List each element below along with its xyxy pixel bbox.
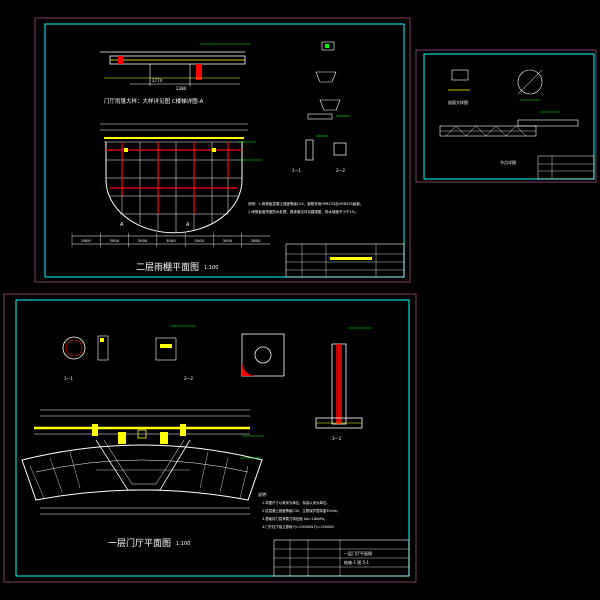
note-line-1: 说明：1.雨篷板混凝土强度等级C25，钢筋采用HPB235及HRB335级钢。 xyxy=(248,201,363,206)
sheet-right-outer-frame xyxy=(415,49,597,183)
grid-dim-label: 3000 xyxy=(223,238,233,243)
bottom-note-3: 3.基础持力层承载力特征值 fak=180kPa。 xyxy=(262,516,327,521)
bottom-plan-title: 一层门厅平面图 xyxy=(108,537,171,549)
plan-title: 二层雨棚平面图 xyxy=(136,261,199,273)
note-line-2: 2.雨篷板面须做防水处理，具体做法详见建施图，排水坡度不小于1%。 xyxy=(248,209,358,214)
sheet-top-dimensions: 2800 3000 3000 3000 3000 3000 2800 xyxy=(71,233,270,247)
right-section-title: 剖面大样图 xyxy=(448,99,468,105)
grid-dim-label: 2800 xyxy=(251,238,261,243)
sheet-top-small-details: 1—1 2—2 xyxy=(292,41,350,173)
detail-bottom-3: 3—3 xyxy=(332,436,342,441)
bottom-note-2: 2.柱混凝土强度等级C30，主筋保护层厚度30mm。 xyxy=(262,508,340,513)
grid-dim-label: 3000 xyxy=(194,238,204,243)
sheet-right: 剖面大样图 节点详图 xyxy=(415,49,597,183)
sheet-right-inner-frame xyxy=(423,53,595,180)
grid-dim-label: 2800 xyxy=(81,238,91,243)
bottom-title-project: 一层门厅平面图 xyxy=(344,550,372,556)
sheet-top: 2774 2380 门厅雨篷大样：大样详见图 C楼梯详图-A 1—1 2—2 xyxy=(34,17,411,283)
section-dim-1: 2774 xyxy=(152,78,163,83)
detail-bottom-1: 1—1 xyxy=(64,376,74,381)
sheet-top-outer-frame xyxy=(34,17,411,283)
sheet-bottom-details: 1—1 2—2 3—3 xyxy=(62,325,372,441)
sheet-top-section-detail: 2774 2380 门厅雨篷大样：大样详见图 C楼梯详图-A xyxy=(100,43,250,105)
sheet-bottom-lobby-plan xyxy=(21,409,264,515)
detail-bottom-2: 2—2 xyxy=(184,376,194,381)
sheet-top-title-block xyxy=(285,243,405,278)
bottom-notes-header: 说明： xyxy=(258,491,270,497)
section-dim-2: 2380 xyxy=(176,86,187,91)
axis-label-a-right: A xyxy=(186,222,190,228)
grid-dim-label: 3000 xyxy=(138,238,148,243)
detail-label-2: 2—2 xyxy=(336,168,346,173)
sheet-bottom-title-block: 一层门厅平面图 结施-1 图 5-1 xyxy=(273,539,410,577)
sheet-top-canopy-plan: A A xyxy=(100,123,262,234)
bottom-plan-scale: 1:100 xyxy=(176,541,190,547)
axis-label-a-left: A xyxy=(120,222,124,228)
bottom-title-drawing-no: 结施-1 图 5-1 xyxy=(344,559,370,565)
bottom-note-1: 1.本图尺寸以毫米为单位，标高以米为单位。 xyxy=(262,500,330,505)
bottom-note-4: 4.门厅柱下独立基础 Fy=2500kN Fy=2500kN xyxy=(262,524,334,529)
sheet-bottom-inner-frame xyxy=(15,299,410,577)
sheet-bottom: 1—1 2—2 3—3 xyxy=(3,293,417,583)
section-title: 门厅雨篷大样：大样详见图 C楼梯详图-A xyxy=(104,97,204,105)
right-detail-title: 节点详图 xyxy=(500,159,516,165)
detail-label-1: 1—1 xyxy=(292,168,302,173)
plan-scale: 1:100 xyxy=(204,265,218,271)
sheet-bottom-outer-frame xyxy=(3,293,417,583)
grid-dim-label: 3000 xyxy=(166,238,176,243)
grid-dim-label: 3000 xyxy=(109,238,119,243)
sheet-top-inner-frame xyxy=(44,23,405,278)
